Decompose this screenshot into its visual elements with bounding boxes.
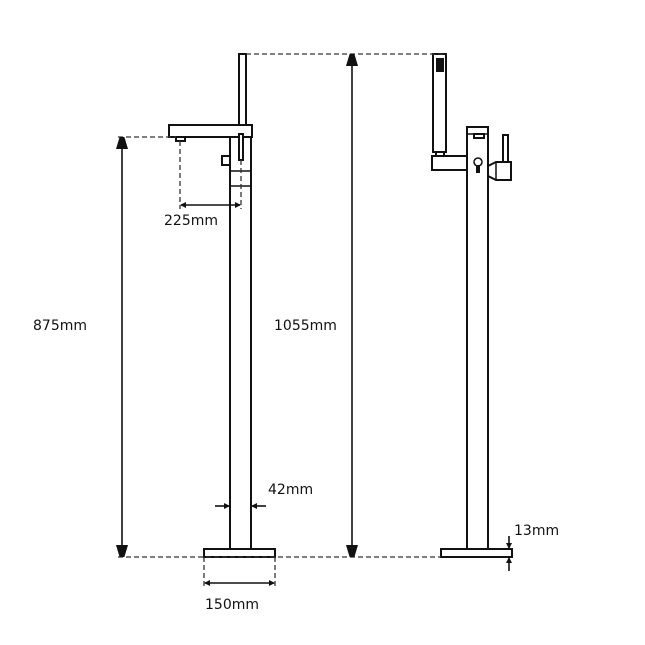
base-right: [440, 548, 513, 558]
mixer-lever: [502, 134, 509, 163]
right-faucet-front-view: [431, 53, 513, 558]
diverter-knob: [221, 155, 231, 166]
column-diameter-label: 42mm: [268, 482, 314, 498]
base-left: [203, 548, 276, 558]
keyhole-icon: [473, 157, 483, 167]
spout-nozzle: [175, 136, 186, 142]
base-width-label: 150mm: [205, 597, 259, 613]
column-right: [466, 126, 489, 550]
spout: [168, 124, 253, 138]
diverter-lever: [238, 133, 244, 161]
hand-shower-left: [238, 53, 247, 127]
spout-height-label: 875mm: [33, 318, 87, 334]
mixer-handle: [487, 161, 512, 181]
total-height-label: 1055mm: [274, 318, 337, 334]
holder-arm: [431, 155, 468, 171]
shower-head: [436, 58, 444, 72]
dimension-lines: [118, 53, 512, 588]
base-thickness-label: 13mm: [514, 523, 560, 539]
left-faucet-side-view: [168, 53, 276, 558]
spout-reach-label: 225mm: [164, 213, 218, 229]
